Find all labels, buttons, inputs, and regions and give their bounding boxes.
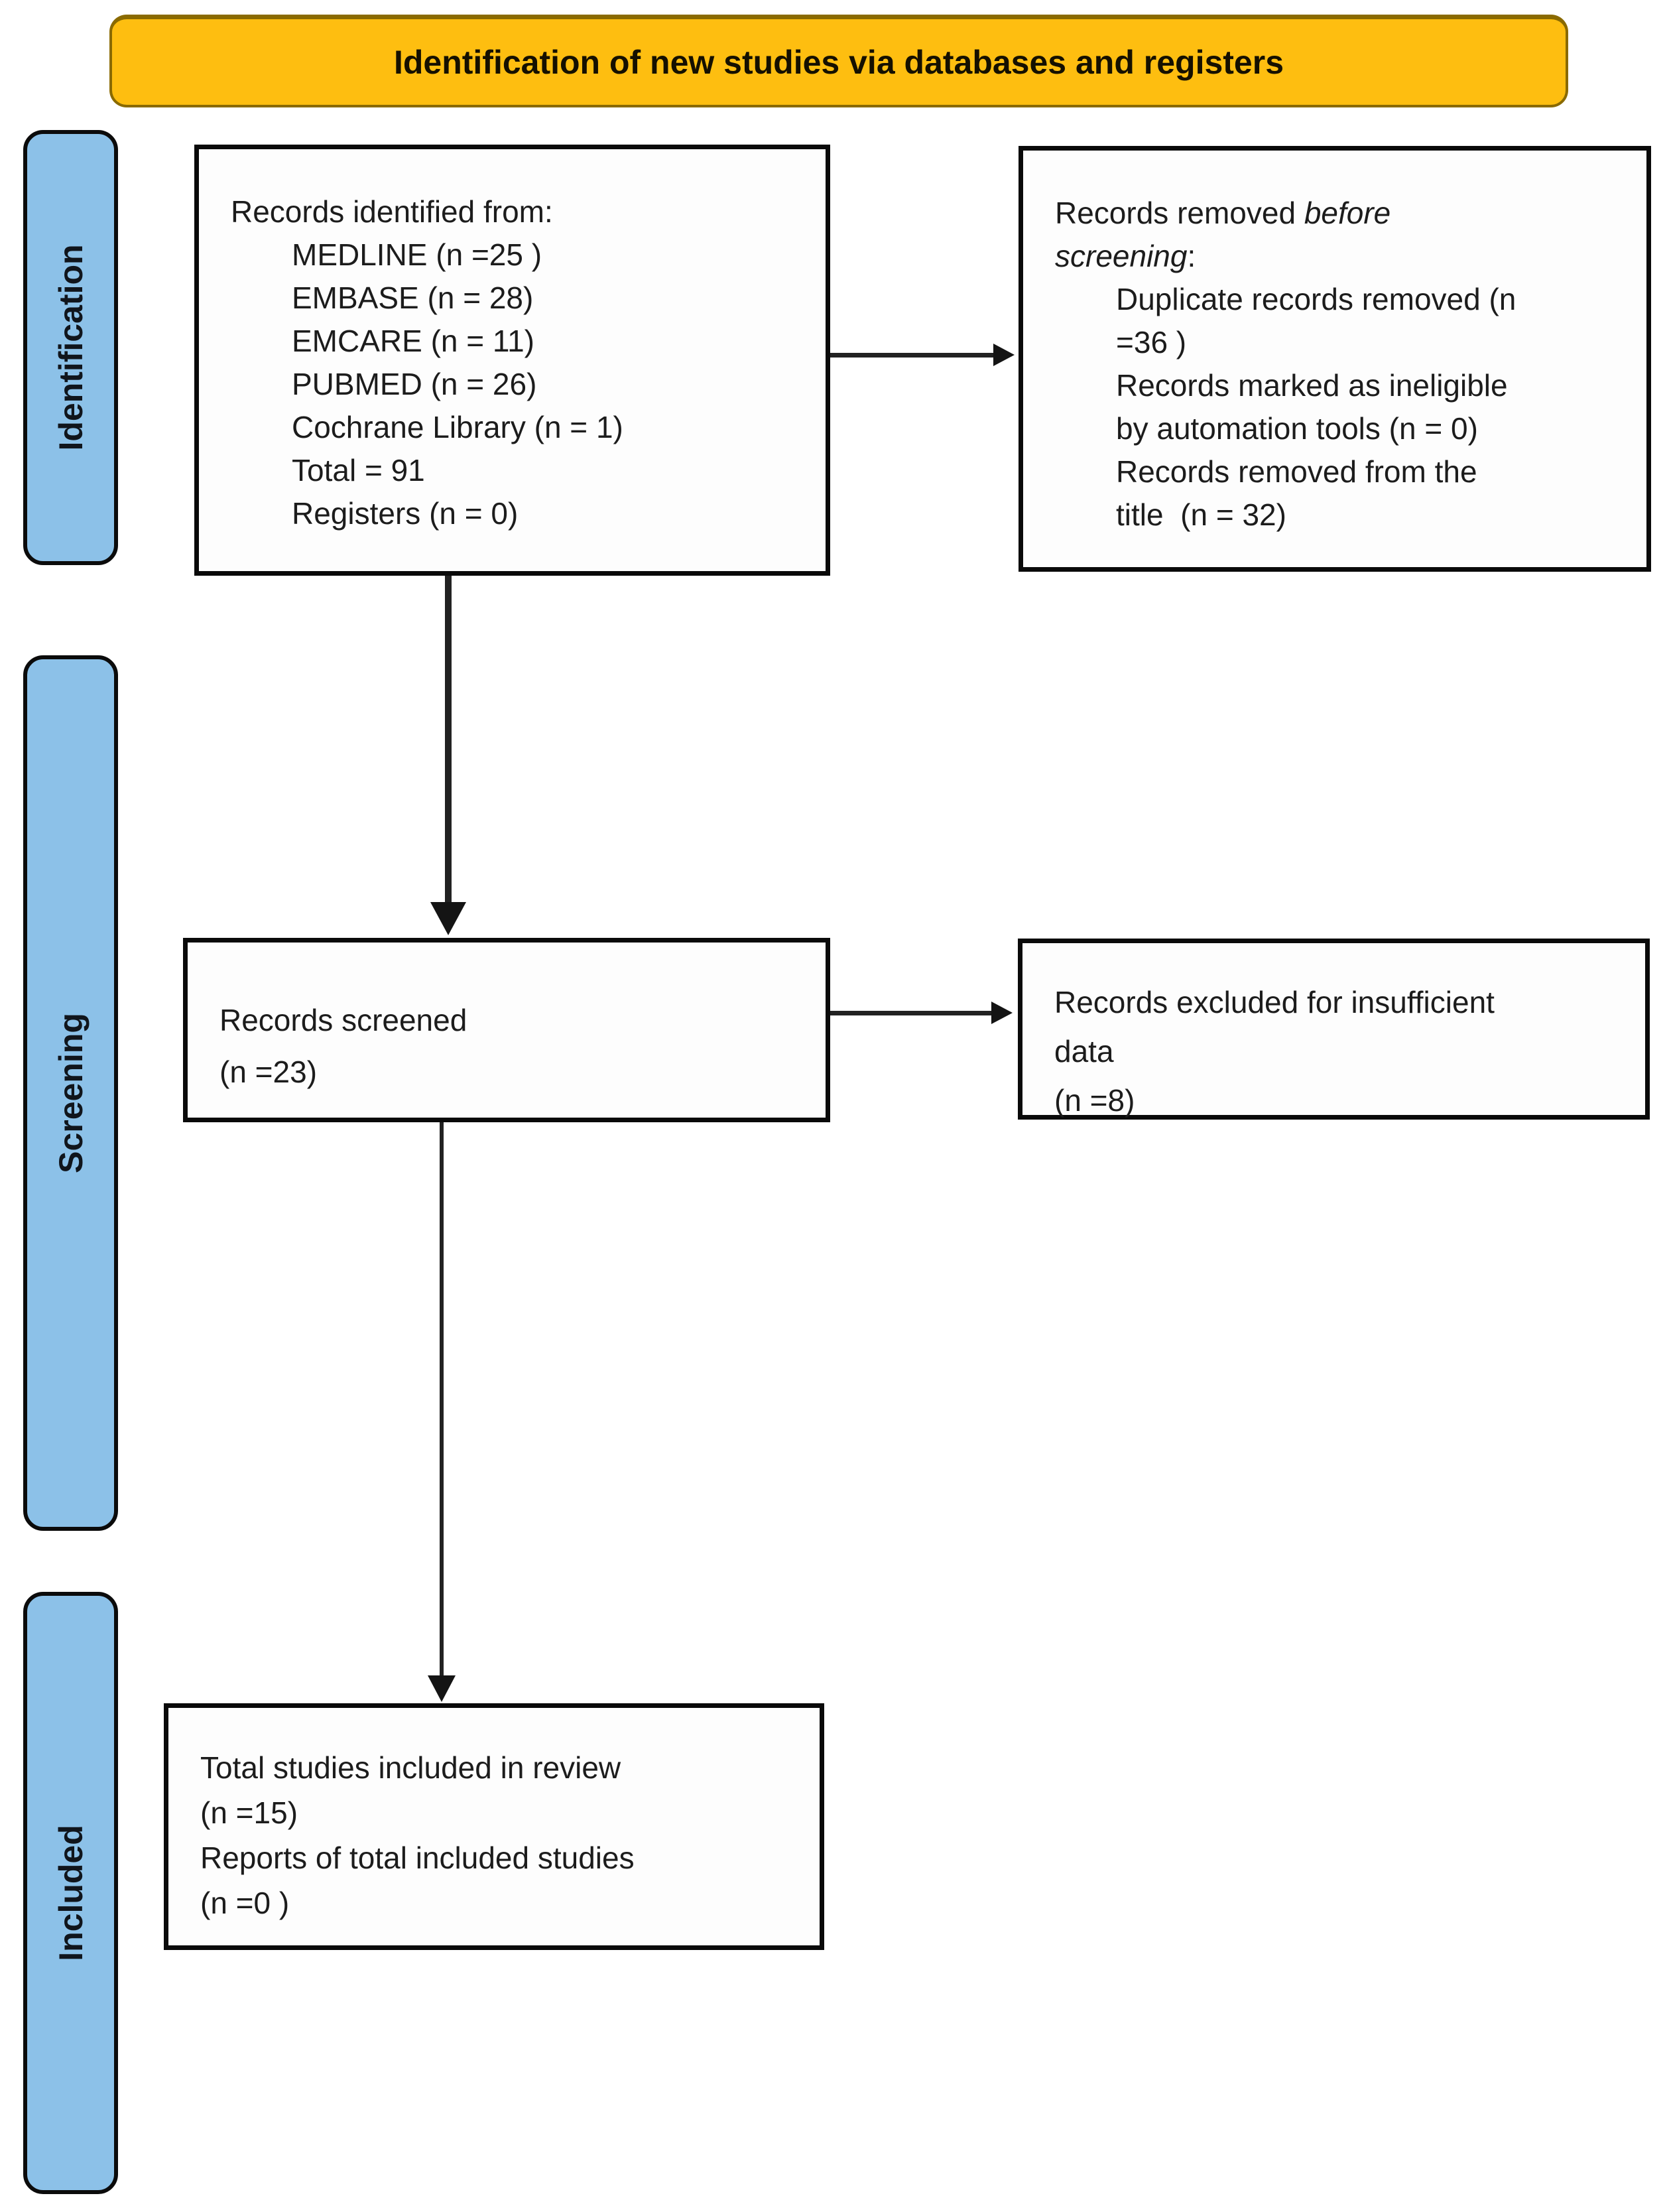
banner-title: Identification of new studies via databa…	[109, 15, 1568, 107]
stage-screening-label: Screening	[52, 1013, 90, 1173]
source-total: Total = 91	[292, 453, 425, 488]
source-registers: Registers (n = 0)	[292, 496, 519, 531]
arrow-down-icon	[428, 1675, 456, 1702]
box-studies-included: Total studies included in review (n =15)…	[164, 1703, 824, 1950]
source-embase: EMBASE (n = 28)	[292, 281, 534, 315]
stage-screening: Screening	[23, 655, 118, 1531]
records-removed-prefix: Records removed	[1055, 196, 1304, 230]
studies-included-count: (n =15)	[200, 1795, 298, 1830]
removed-automation-line1: Records marked as ineligible	[1116, 368, 1508, 403]
records-excluded-count: (n =8)	[1054, 1083, 1135, 1118]
records-removed-title-line1: Records removed before	[1055, 192, 1620, 235]
records-screened-label: Records screened	[219, 1003, 467, 1037]
stage-included-label: Included	[52, 1825, 90, 1961]
reports-included-count: (n =0 )	[200, 1886, 290, 1920]
box-records-screened: Records screened (n =23)	[183, 938, 830, 1122]
records-excluded-line2: data	[1054, 1034, 1114, 1069]
source-emcare: EMCARE (n = 11)	[292, 324, 534, 358]
stage-included: Included	[23, 1592, 118, 2194]
removed-title-line1: Records removed from the	[1116, 454, 1477, 489]
box-records-removed: Records removed before screening: Duplic…	[1019, 146, 1651, 572]
removed-duplicates-line2: =36 )	[1116, 325, 1187, 359]
records-screened-count: (n =23)	[219, 1055, 318, 1089]
records-removed-italic-screening: screening	[1055, 239, 1188, 273]
banner-title-text: Identification of new studies via databa…	[393, 43, 1284, 81]
studies-included-label: Total studies included in review	[200, 1750, 621, 1785]
reports-included-label: Reports of total included studies	[200, 1841, 635, 1875]
removed-title-line2: title (n = 32)	[1116, 497, 1286, 532]
connector-screened-to-included-line	[440, 1122, 444, 1678]
arrow-down-icon	[430, 902, 466, 935]
connector-screened-to-excluded-line	[830, 1011, 997, 1015]
arrow-right-icon	[991, 1002, 1013, 1024]
box-records-identified: Records identified from: MEDLINE (n =25 …	[194, 145, 830, 576]
source-pubmed: PUBMED (n = 26)	[292, 367, 537, 401]
stage-identification: Identification	[23, 130, 118, 565]
source-medline: MEDLINE (n =25 )	[292, 237, 542, 272]
source-cochrane: Cochrane Library (n = 1)	[292, 410, 623, 444]
connector-identified-to-removed-line	[830, 353, 999, 358]
records-removed-italic-before: before	[1304, 196, 1391, 230]
removed-duplicates-line1: Duplicate records removed (n	[1116, 282, 1516, 316]
arrow-right-icon	[993, 344, 1015, 366]
records-removed-colon: :	[1187, 239, 1196, 273]
removed-automation-line2: by automation tools (n = 0)	[1116, 411, 1478, 446]
records-excluded-line1: Records excluded for insufficient	[1054, 985, 1495, 1019]
connector-identified-to-screened-line	[445, 576, 452, 907]
records-identified-title: Records identified from:	[231, 194, 553, 229]
stage-identification-label: Identification	[52, 244, 90, 451]
records-removed-title-line2: screening:	[1055, 235, 1620, 278]
box-records-excluded: Records excluded for insufficient data (…	[1018, 939, 1650, 1120]
